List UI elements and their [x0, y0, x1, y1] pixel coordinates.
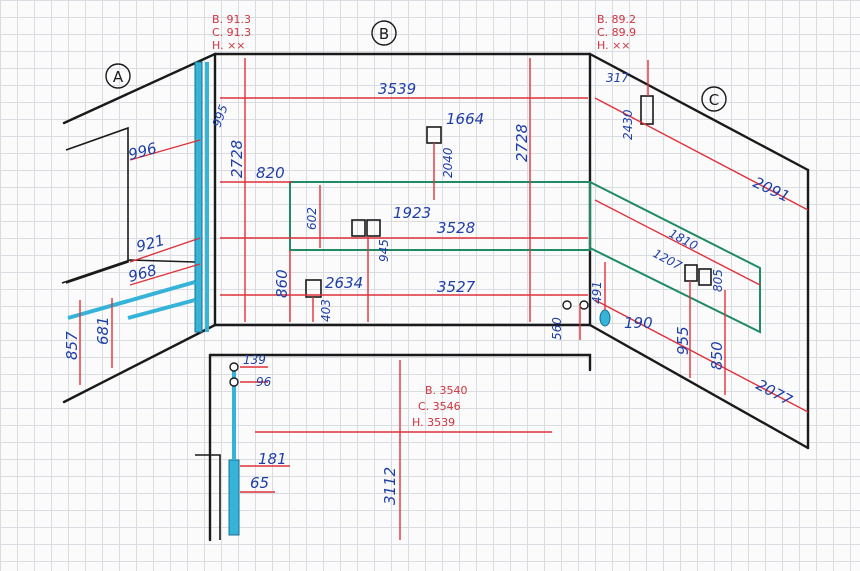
window-frame	[65, 126, 129, 284]
wall-labels: A B C	[105, 20, 727, 112]
socket-wall-c-right	[698, 268, 712, 286]
wall-c-outlet	[599, 309, 611, 327]
sockets	[305, 95, 712, 298]
label-96: 96	[256, 375, 272, 389]
socket-middle-left	[351, 219, 366, 237]
label-921: 921	[134, 231, 166, 256]
floor-width-c: C. 3546	[418, 400, 461, 413]
corner-left-c: C. 91.3	[212, 26, 251, 39]
floor-back-edge	[208, 353, 592, 372]
label-1207: 1207	[651, 246, 685, 273]
floor-width-h: H. 3539	[412, 416, 455, 429]
label-820: 820	[256, 164, 285, 182]
label-681: 681	[94, 316, 112, 345]
socket-upper	[426, 126, 442, 144]
label-190: 190	[624, 314, 653, 332]
pipe-circle-upper	[229, 362, 239, 372]
pipe-horizontal-lower	[127, 298, 196, 320]
dim-line-968	[129, 263, 201, 286]
socket-wall-c-left	[684, 264, 698, 282]
label-955: 955	[674, 326, 692, 355]
label-2430: 2430	[621, 109, 635, 140]
label-996: 996	[126, 139, 158, 164]
label-995: 995	[210, 103, 231, 129]
corner-right-c: C. 89.9	[597, 26, 636, 39]
wall-b-panel-band	[289, 181, 591, 251]
dimension-lines	[79, 58, 809, 540]
wall-c-top-edge	[588, 52, 810, 172]
window-sill	[61, 259, 196, 284]
wall-a-circle	[105, 63, 131, 89]
corner-left-h: H. ××	[212, 39, 246, 52]
label-3539: 3539	[378, 80, 416, 98]
label-602: 602	[305, 207, 319, 230]
pipe-circle-lower	[229, 377, 239, 387]
corner-notes: B. 91.3 C. 91.3 H. ×× B. 89.2 C. 89.9 H.…	[212, 13, 636, 429]
drain-outlet-left	[562, 300, 572, 310]
floor-pipe-box	[228, 459, 240, 536]
label-860: 860	[273, 269, 291, 298]
dim-line-2091	[594, 97, 809, 211]
label-1664: 1664	[446, 110, 484, 128]
panel-lines	[289, 181, 761, 334]
label-403: 403	[319, 299, 333, 322]
wall-a-top-edge	[62, 52, 217, 125]
pipe-horizontal-upper	[67, 280, 196, 320]
dim-line-996	[129, 139, 201, 161]
socket-middle-right	[366, 219, 381, 237]
wall-b-label: B	[379, 25, 389, 43]
label-2091: 2091	[750, 173, 792, 205]
corner-left-b: B. 91.3	[212, 13, 251, 26]
wall-c-bottom-edge	[588, 323, 810, 450]
wall-b-circle	[371, 20, 397, 46]
label-560: 560	[550, 317, 564, 340]
dim-line-921	[129, 237, 201, 263]
wall-a-bottom-edge	[62, 323, 217, 404]
floor-width-b: B. 3540	[425, 384, 468, 397]
label-850: 850	[708, 341, 726, 370]
dim-line-2077	[594, 299, 809, 413]
label-3112: 3112	[381, 467, 399, 505]
label-945: 945	[377, 239, 391, 262]
label-968: 968	[126, 261, 158, 286]
dim-line-1810	[594, 199, 761, 286]
label-2077: 2077	[753, 376, 796, 410]
label-491: 491	[590, 281, 604, 304]
label-181: 181	[258, 450, 287, 468]
socket-wall-c-upper	[640, 95, 654, 125]
pipes	[67, 61, 611, 536]
floor-niche	[195, 454, 221, 540]
riser-pipe-main	[194, 61, 203, 333]
label-857: 857	[63, 331, 81, 360]
label-1923: 1923	[393, 204, 431, 222]
label-65: 65	[250, 474, 269, 492]
label-317: 317	[606, 71, 629, 85]
label-2728-right: 2728	[513, 124, 531, 162]
label-2040: 2040	[441, 147, 455, 178]
label-2728-left: 2728	[228, 140, 246, 178]
corner-right-h: H. ××	[597, 39, 631, 52]
corner-right-b: B. 89.2	[597, 13, 636, 26]
wall-c-panel-band	[589, 181, 761, 334]
wall-c-label: C	[709, 91, 719, 109]
wall-a-label: A	[113, 68, 124, 86]
label-3528: 3528	[437, 219, 475, 237]
label-139: 139	[243, 353, 266, 367]
drain-outlet-right	[579, 300, 589, 310]
label-805: 805	[711, 269, 725, 292]
wall-c-circle	[701, 86, 727, 112]
label-3527: 3527	[437, 278, 476, 296]
label-2634: 2634	[325, 274, 363, 292]
